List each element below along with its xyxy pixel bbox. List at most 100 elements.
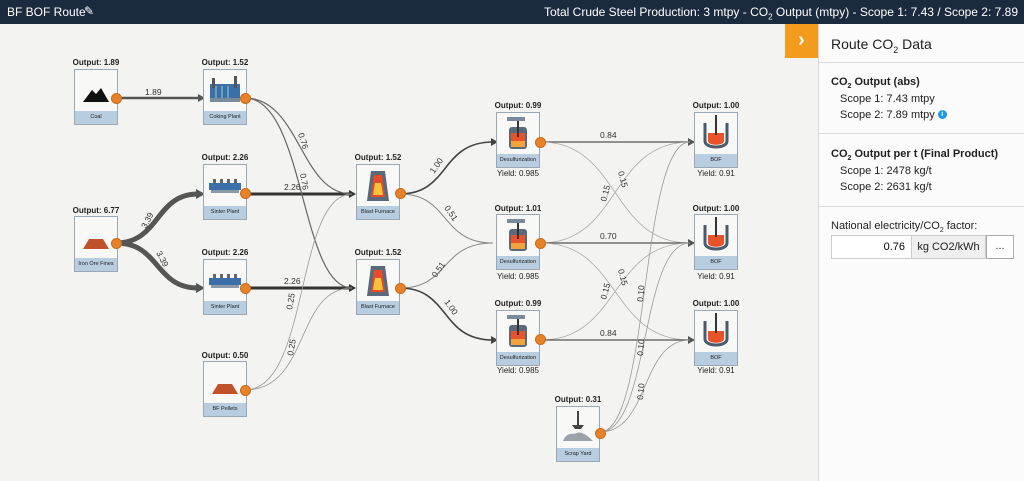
output-port[interactable] [595,428,606,439]
node-name: Iron Ore Fines [75,258,117,271]
pellet-pile-icon [204,362,246,404]
link-scrap-bof2 [599,242,691,433]
node-sinter-plant[interactable]: Sinter Plant [203,259,247,315]
node-blast-furnace[interactable]: Blast Furnace [356,259,400,315]
node-name: Coking Plant [204,111,246,124]
ore-pile-icon [75,217,117,259]
node-coal[interactable]: Coal [74,69,118,125]
node-name: Desulfurization [497,154,539,167]
top-bar: BF BOF Route ✎ Total Crude Steel Product… [0,0,1024,24]
route-title: BF BOF Route [7,5,86,19]
link-d3-bof2 [540,242,691,341]
link-pellets-bf2 [244,287,353,391]
link-label: 0.15 [616,170,630,189]
output-port[interactable] [111,93,122,104]
route-data-panel: Route CO2 Data CO2 Output (abs) Scope 1:… [818,24,1024,481]
arrow-head [491,138,498,146]
node-name: BOF [695,256,737,269]
link-label: 0.51 [429,260,447,280]
arrow-head [349,190,356,198]
node-yield-label: Yield: 0.91 [697,366,735,375]
link-bf2-d2 [399,242,494,289]
factor-options-button[interactable]: ... [986,235,1014,259]
arrow-head [688,239,695,247]
blast-furnace-icon [357,165,399,207]
per-t-scope2: Scope 2: 2631 kg/t [840,181,932,193]
link-label: 0.10 [635,285,646,303]
electricity-factor-input[interactable] [831,235,912,259]
output-port[interactable] [240,283,251,294]
node-desulfurization[interactable]: Desulfurization [496,214,540,270]
link-label: 0.15 [598,184,612,203]
desulfurization-icon [497,113,539,155]
link-bf2-d3 [399,287,494,341]
output-port[interactable] [240,385,251,396]
coal-pile-icon [75,70,117,112]
link-coking-bf2 [244,97,353,289]
node-output-label: Output: 2.26 [201,153,249,162]
abs-output-title: CO2 Output (abs) [831,76,920,91]
node-blast-furnace[interactable]: Blast Furnace [356,164,400,220]
arrow-head [349,284,356,292]
arrow-head [688,138,695,146]
node-sinter-plant[interactable]: Sinter Plant [203,164,247,220]
info-icon[interactable]: i [937,110,947,119]
node-yield-label: Yield: 0.91 [697,272,735,281]
output-port[interactable] [395,188,406,199]
divider [819,62,1024,63]
output-port[interactable] [535,238,546,249]
node-yield-label: Yield: 0.985 [497,366,539,375]
output-port[interactable] [240,188,251,199]
link-label: 0.84 [600,130,617,140]
link-scrap-bof1 [599,141,691,433]
node-output-label: Output: 1.00 [692,299,740,308]
node-output-label: Output: 1.01 [494,204,542,213]
node-desulfurization[interactable]: Desulfurization [496,310,540,366]
link-label: 0.76 [298,173,311,191]
sinter-plant-icon [204,165,246,207]
node-coking-plant[interactable]: Coking Plant [203,69,247,125]
link-label: 0.70 [600,231,617,241]
output-port[interactable] [111,238,122,249]
electricity-factor-label: National electricity/CO2 factor: [831,220,978,235]
node-name: BOF [695,154,737,167]
node-name: Sinter Plant [204,301,246,314]
node-bof[interactable]: BOF [694,214,738,270]
node-output-label: Output: 2.26 [201,248,249,257]
output-port[interactable] [535,334,546,345]
node-name: Scrap Yard [557,448,599,461]
arrow-head [688,336,695,344]
link-label: 0.15 [598,282,612,301]
link-label: 2.26 [284,276,301,286]
chevron-right-icon[interactable]: › [785,24,818,58]
flow-links: 1.89 0.76 0.76 3.39 3.39 2.26 2.26 0.25 … [115,87,695,433]
output-port[interactable] [395,283,406,294]
node-output-label: Output: 1.89 [72,58,120,67]
link-bf1-d2 [399,193,494,244]
link-label: 0.51 [442,203,460,223]
edit-icon[interactable]: ✎ [84,4,95,18]
node-iron-ore-fines[interactable]: Iron Ore Fines [74,216,118,272]
node-name: Coal [75,111,117,124]
panel-title: Route CO2 Data [831,36,932,55]
node-desulfurization[interactable]: Desulfurization [496,112,540,168]
link-label: 0.10 [635,339,646,357]
per-t-output-title: CO2 Output per t (Final Product) [831,148,999,163]
desulfurization-icon [497,311,539,353]
output-port[interactable] [535,137,546,148]
node-name: Blast Furnace [357,206,399,219]
node-bf-pellets[interactable]: BF Pellets [203,361,247,417]
output-port[interactable] [240,93,251,104]
node-output-label: Output: 0.31 [554,395,602,404]
link-ore-sinter1 [115,191,199,246]
link-label: 0.76 [296,132,311,151]
node-bof[interactable]: BOF [694,310,738,366]
factor-unit: kg CO2/kWh [912,235,986,259]
node-scrap-yard[interactable]: Scrap Yard [556,406,600,462]
link-ore-sinter2 [115,240,199,291]
node-bof[interactable]: BOF [694,112,738,168]
flow-canvas[interactable]: 1.89 0.76 0.76 3.39 3.39 2.26 2.26 0.25 … [0,24,818,481]
node-output-label: Output: 0.50 [201,351,249,360]
link-d2-bof1 [540,141,691,244]
